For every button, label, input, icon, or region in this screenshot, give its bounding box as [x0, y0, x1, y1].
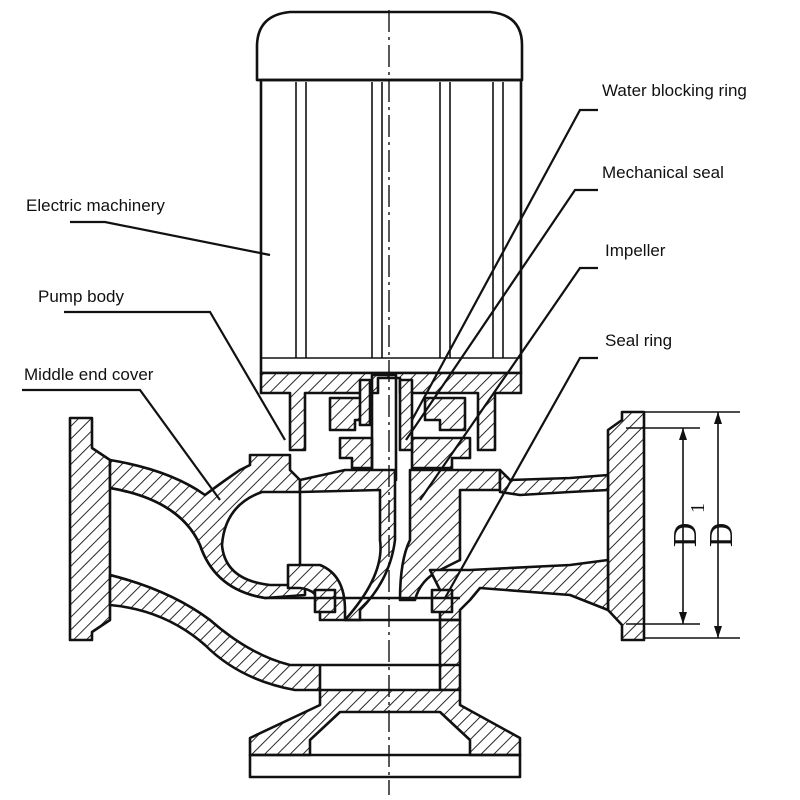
dimension-d-inner-subscript: 1 — [687, 503, 709, 513]
dimension-d-outer: D — [703, 523, 740, 548]
pump-body — [68, 410, 646, 779]
label-middle-end-cover: Middle end cover — [24, 365, 154, 384]
label-water-blocking-ring: Water blocking ring — [602, 81, 747, 100]
label-impeller: Impeller — [605, 241, 666, 260]
dimension-d-inner: D — [667, 523, 704, 548]
label-electric-machinery: Electric machinery — [26, 196, 165, 215]
label-pump-body: Pump body — [38, 287, 124, 306]
leader-lines — [22, 108, 598, 599]
label-seal-ring: Seal ring — [605, 331, 672, 350]
dimension-lines — [626, 411, 740, 639]
label-mechanical-seal: Mechanical seal — [602, 163, 724, 182]
motor-bracket — [259, 371, 523, 482]
